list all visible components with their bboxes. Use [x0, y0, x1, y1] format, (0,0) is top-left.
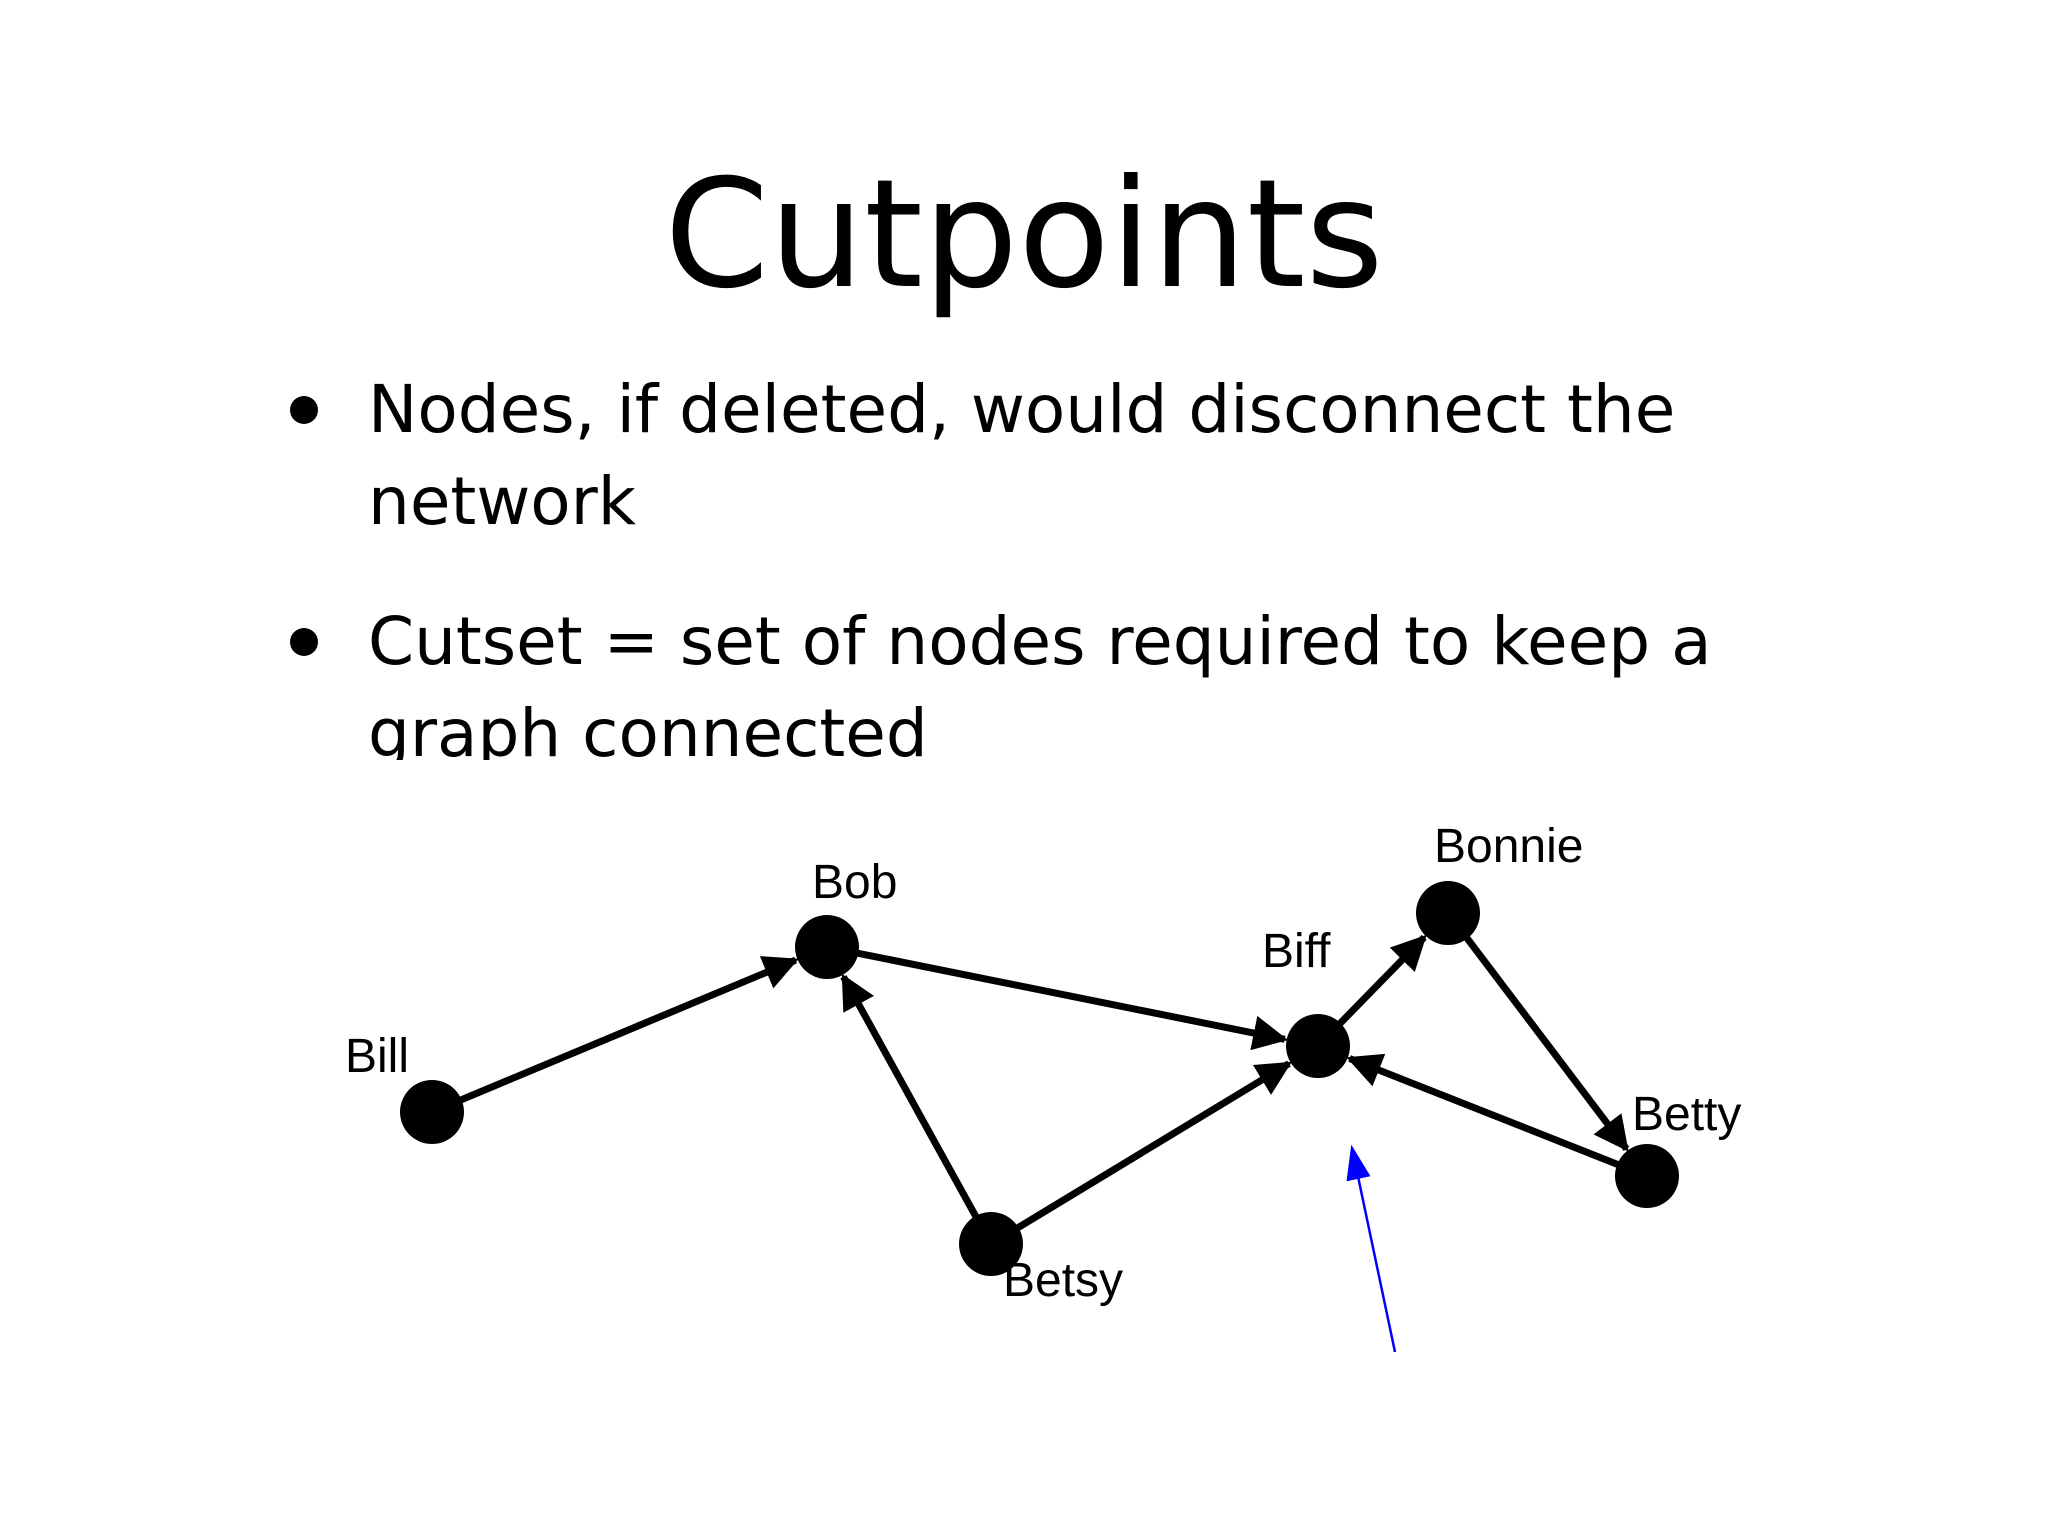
edge-betsy-to-bob: [840, 973, 982, 1223]
node-label-biff: Biff: [1262, 925, 1331, 978]
node-layer: [400, 881, 1679, 1276]
node-biff: [1286, 1014, 1350, 1078]
node-betty: [1615, 1144, 1679, 1208]
node-betsy: [959, 1212, 1023, 1276]
node-bonnie: [1416, 881, 1480, 945]
node-bob: [795, 915, 859, 979]
edge-bonnie-to-betty: [1460, 931, 1630, 1152]
node-label-betsy: Betsy: [1003, 1254, 1123, 1307]
slide-title: Cutpoints: [664, 148, 1384, 322]
bullet-text: Nodes, if deleted, would disconnect the …: [368, 371, 1676, 540]
bullet-dot-icon: [290, 628, 318, 656]
bullet-clip: Cutset = set of nodes required to keep a…: [0, 600, 2048, 760]
bullet-list: Nodes, if deleted, would disconnect the …: [0, 371, 2048, 760]
edge-biff-to-bonnie: [1333, 934, 1427, 1030]
node-label-bill: Bill: [345, 1030, 409, 1083]
pointer-arrow-icon: [1346, 1144, 1397, 1353]
edge-bob-to-biff: [851, 948, 1289, 1051]
edge-layer: [454, 931, 1630, 1234]
edge-betsy-to-biff: [1011, 1060, 1292, 1234]
edge-bill-to-bob: [454, 956, 799, 1106]
bullet-text: Cutset = set of nodes required to keep a…: [368, 603, 1712, 760]
node-label-bob: Bob: [812, 856, 897, 909]
node-label-betty: Betty: [1632, 1088, 1741, 1141]
node-bill: [400, 1080, 464, 1144]
node-label-bonnie: Bonnie: [1434, 820, 1583, 873]
bullet-dot-icon: [290, 396, 318, 424]
edge-betty-to-biff: [1346, 1053, 1625, 1170]
